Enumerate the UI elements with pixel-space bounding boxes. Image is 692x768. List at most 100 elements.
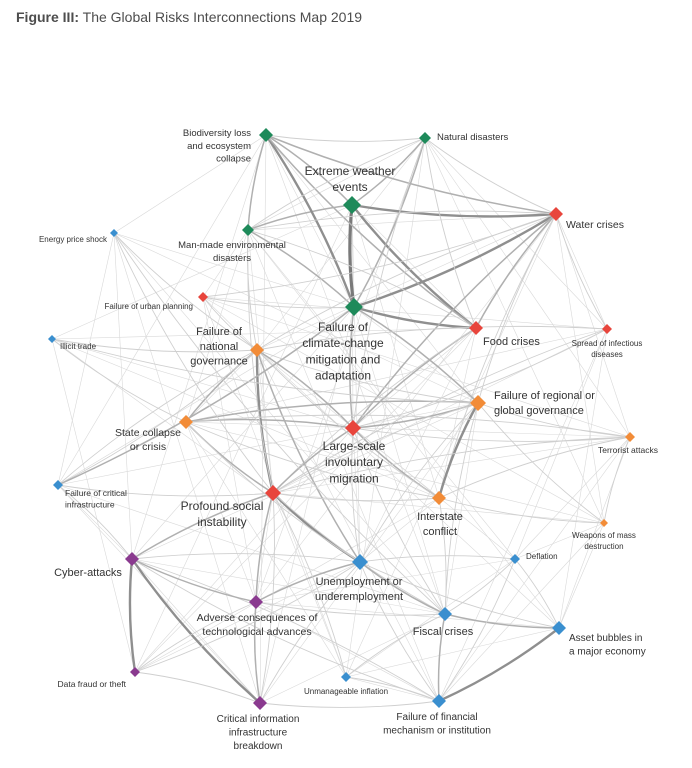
faint-edge xyxy=(134,327,477,673)
edge-regional-gov-climate-failure xyxy=(353,306,479,404)
label-unemployment: Unemployment or underemployment xyxy=(315,576,403,603)
label-state-collapse: State collapse or crisis xyxy=(115,427,181,453)
edge-asset-bubbles-deflation xyxy=(514,558,560,629)
faint-edge xyxy=(352,327,477,429)
edge-regional-gov-social-instability xyxy=(272,402,479,494)
node-water-crises xyxy=(549,206,563,221)
label-line: breakdown xyxy=(234,741,283,752)
faint-edge xyxy=(57,484,446,615)
edge-water-crises-food-crises xyxy=(475,213,557,329)
edge-critical-info-data-fraud xyxy=(134,671,261,704)
label-line: Failure of critical xyxy=(65,488,127,498)
label-line: Natural disasters xyxy=(437,132,509,143)
faint-edge xyxy=(202,296,608,330)
label-water-crises: Water crises xyxy=(566,219,624,231)
edge-cyber-adverse-tech xyxy=(131,558,257,603)
label-data-fraud: Data fraud or theft xyxy=(57,679,126,689)
faint-edge xyxy=(555,213,608,330)
label-fiscal: Fiscal crises xyxy=(413,626,474,638)
node-food-crises xyxy=(469,320,483,335)
faint-edge xyxy=(255,601,440,702)
edge-social-instability-adverse-tech xyxy=(255,492,274,603)
label-line: State collapse xyxy=(115,427,181,439)
edge-fiscal-inflation xyxy=(345,613,446,678)
faint-edge xyxy=(202,296,258,351)
faint-edge xyxy=(51,338,136,673)
faint-edge xyxy=(353,306,479,404)
edge-infectious-social-instability xyxy=(272,328,608,494)
faint-edge xyxy=(134,497,440,673)
node-social-instability xyxy=(265,484,281,501)
faint-edge xyxy=(255,137,426,603)
edge-biodiversity-man-made xyxy=(247,134,267,231)
label-line: Unemployment or xyxy=(316,576,403,588)
label-line: mitigation and xyxy=(306,352,381,366)
node-illicit-trade xyxy=(48,334,56,343)
label-line: involuntary xyxy=(325,455,383,469)
faint-edge xyxy=(438,328,608,702)
faint-edge xyxy=(514,522,605,560)
label-line: national xyxy=(200,341,239,353)
edge-cyber-financial-failure xyxy=(131,558,440,702)
faint-edge xyxy=(247,137,426,231)
node-layer xyxy=(48,127,635,710)
edge-water-crises-infectious xyxy=(555,213,608,330)
edge-migration-national-gov xyxy=(256,349,354,429)
faint-edge xyxy=(438,327,477,499)
edge-water-crises-national-gov xyxy=(256,213,557,351)
label-line: Failure of regional or xyxy=(494,390,595,402)
edge-extreme-weather-biodiversity xyxy=(265,134,353,206)
faint-edge xyxy=(345,627,560,678)
faint-edge xyxy=(134,561,361,673)
label-line: Unmanageable inflation xyxy=(304,687,388,696)
edge-adverse-tech-fiscal xyxy=(255,601,446,616)
edge-natural-disasters-migration xyxy=(352,137,426,429)
edge-state-collapse-unemployment xyxy=(185,421,361,563)
faint-edge xyxy=(113,134,267,234)
label-line: Failure of urban planning xyxy=(104,302,193,311)
faint-edge xyxy=(359,497,440,563)
faint-edge xyxy=(272,492,605,524)
edge-adverse-tech-critical-info xyxy=(253,601,261,704)
edge-illicit-trade-regional-gov xyxy=(51,338,479,404)
node-adverse-tech xyxy=(249,594,263,609)
label-line: Interstate xyxy=(417,511,463,523)
label-line: underemployment xyxy=(315,591,403,603)
node-infectious xyxy=(602,323,612,334)
edge-national-gov-critical-infra xyxy=(57,349,258,486)
label-line: diseases xyxy=(591,350,623,359)
label-line: or crisis xyxy=(130,441,166,453)
figure-title: Figure III: The Global Risks Interconnec… xyxy=(16,9,362,25)
faint-edge xyxy=(202,229,249,298)
faint-edge xyxy=(424,137,608,330)
edge-illicit-trade-national-gov xyxy=(51,338,258,353)
faint-edge xyxy=(202,296,257,603)
edge-social-instability-interstate xyxy=(272,492,440,502)
edge-energy-price-social-instability xyxy=(113,232,274,494)
faint-edge xyxy=(51,327,477,340)
node-national-gov xyxy=(250,342,264,357)
label-line: mechanism or institution xyxy=(383,726,491,737)
faint-edge xyxy=(259,402,479,704)
label-line: infrastructure xyxy=(229,728,288,739)
label-line: Food crises xyxy=(483,336,540,348)
edge-critical-infra-climate-failure xyxy=(57,306,355,486)
edge-migration-unemployment xyxy=(351,427,361,563)
faint-edge xyxy=(131,402,479,560)
faint-edge xyxy=(272,328,608,494)
label-illicit-trade: Illicit trade xyxy=(60,342,97,351)
edge-fiscal-financial-failure xyxy=(437,613,446,702)
edge-financial-failure-cyber xyxy=(131,558,440,702)
edge-adverse-tech-data-fraud xyxy=(134,601,257,673)
faint-edge xyxy=(345,137,426,678)
label-line: adaptation xyxy=(315,369,371,383)
faint-edge xyxy=(424,137,605,524)
edge-migration-social-instability xyxy=(272,427,354,494)
